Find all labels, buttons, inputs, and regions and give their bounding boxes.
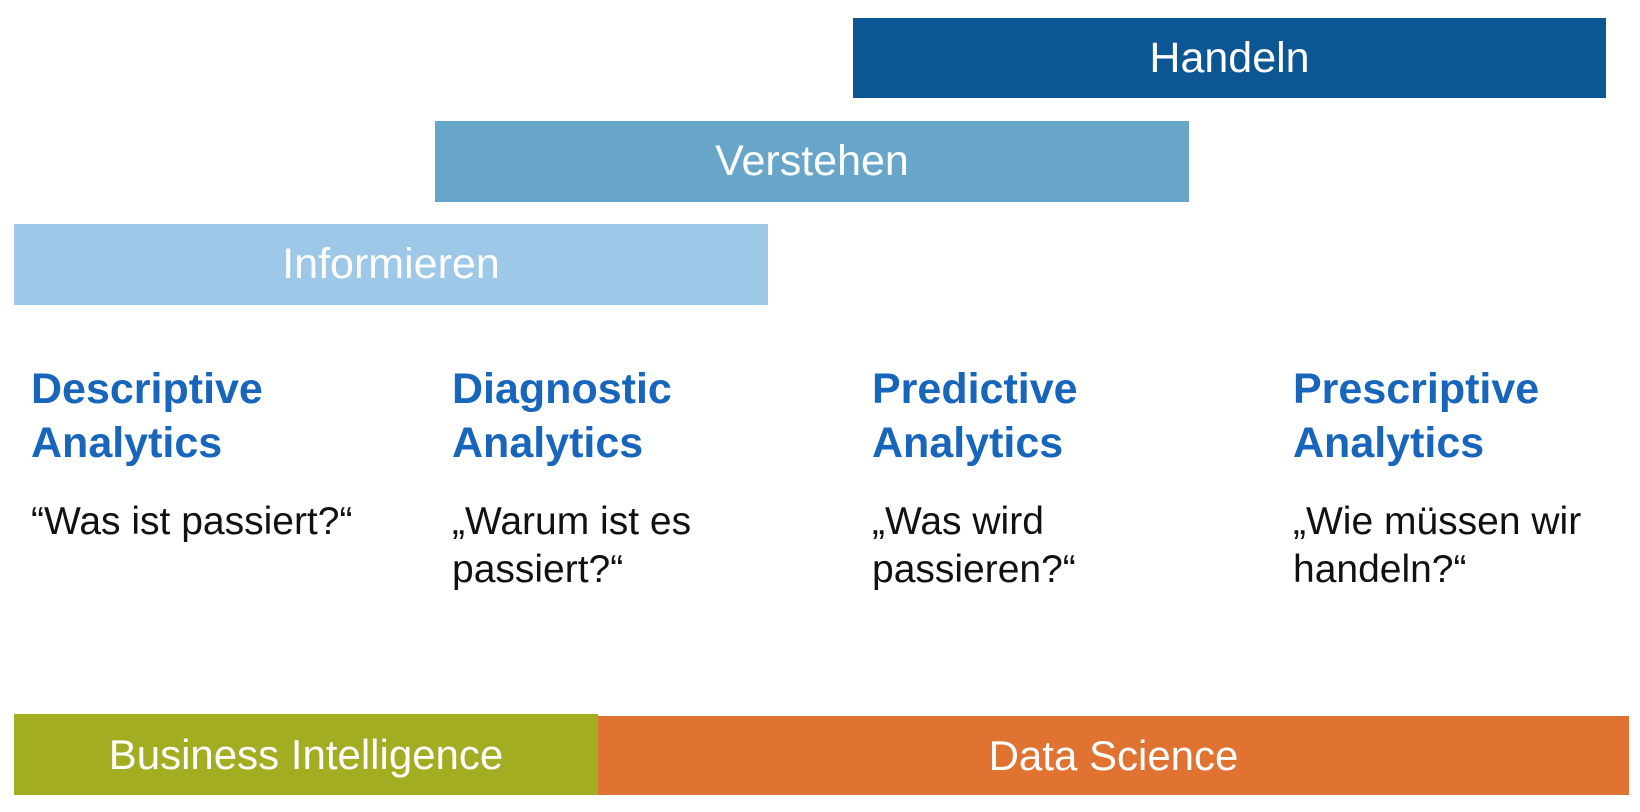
level-label-informieren: Informieren (282, 240, 500, 288)
level-bar-handeln: Handeln (853, 18, 1606, 98)
analytics-column-prescriptive: Prescriptive Analytics „Wie müssen wir h… (1293, 362, 1628, 594)
column-question: „Warum ist es passiert?“ (452, 500, 692, 591)
analytics-column-descriptive: Descriptive Analytics “Was ist passiert?… (31, 362, 421, 546)
analytics-column-diagnostic: Diagnostic Analytics „Warum ist es passi… (452, 362, 842, 594)
heading-line: Prescriptive (1293, 365, 1540, 413)
column-heading: Prescriptive Analytics (1293, 362, 1628, 470)
heading-line: Predictive (872, 365, 1078, 413)
level-bar-verstehen: Verstehen (435, 121, 1189, 202)
analytics-column-predictive: Predictive Analytics „Was wird passieren… (872, 362, 1262, 594)
heading-line: Analytics (872, 419, 1064, 467)
column-heading: Diagnostic Analytics (452, 362, 842, 470)
heading-line: Analytics (31, 419, 223, 467)
level-label-verstehen: Verstehen (715, 137, 909, 185)
domain-bar-data-science: Data Science (598, 716, 1629, 795)
level-label-handeln: Handeln (1149, 33, 1310, 82)
domain-bar-business-intelligence: Business Intelligence (14, 714, 598, 795)
heading-line: Analytics (1293, 419, 1485, 467)
heading-line: Descriptive (31, 365, 263, 413)
level-bar-informieren: Informieren (14, 224, 768, 305)
column-heading: Descriptive Analytics (31, 362, 421, 470)
domain-label-business-intelligence: Business Intelligence (108, 730, 504, 778)
heading-line: Diagnostic (452, 365, 672, 413)
column-question: „Wie müssen wir handeln?“ (1293, 500, 1582, 591)
heading-line: Analytics (452, 419, 644, 467)
column-heading: Predictive Analytics (872, 362, 1262, 470)
column-question: „Was wird passieren?“ (872, 500, 1076, 591)
domain-label-data-science: Data Science (988, 731, 1239, 779)
column-question: “Was ist passiert?“ (31, 500, 353, 543)
